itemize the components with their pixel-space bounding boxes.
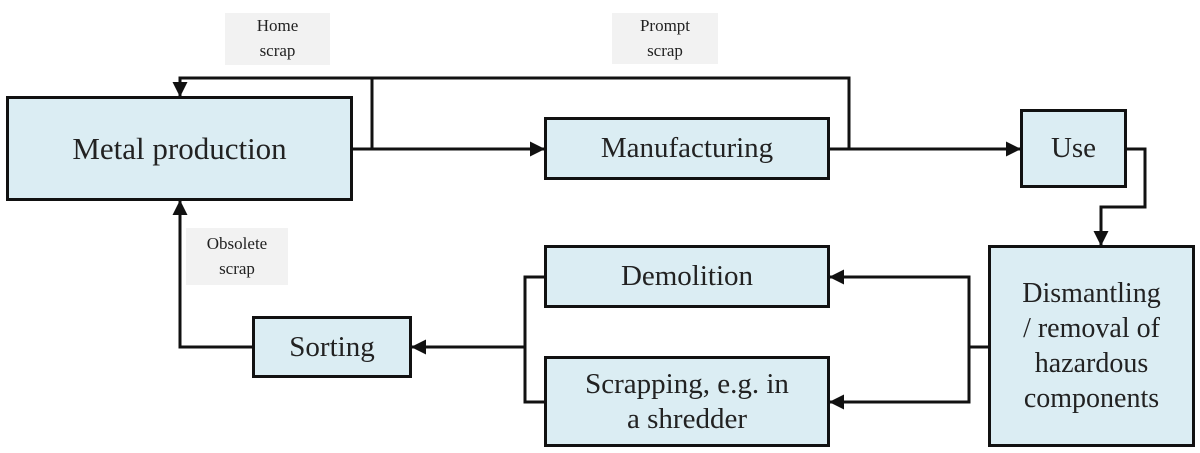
node-demolition: Demolition xyxy=(544,245,830,308)
obsolete-scrap-label: Obsolete scrap xyxy=(186,228,288,285)
label-line: scrap xyxy=(219,258,255,278)
arrow-obsolete-scrap xyxy=(172,200,253,349)
node-manufacturing: Manufacturing xyxy=(544,117,830,180)
label-line: Prompt xyxy=(639,15,691,35)
line-demolition-scrapping-merge xyxy=(523,275,545,404)
node-use: Use xyxy=(1020,109,1127,188)
label-line: scrap xyxy=(647,40,683,60)
node-dismantling: Dismantling / removal of hazardous compo… xyxy=(988,245,1195,447)
node-label: Scrapping, e.g. in xyxy=(585,367,789,400)
node-label: / removal of xyxy=(1023,313,1160,344)
node-label: Metal production xyxy=(72,130,287,166)
node-label: Demolition xyxy=(620,260,754,293)
node-sorting: Sorting xyxy=(252,316,412,378)
arrow-home-scrap xyxy=(172,76,374,149)
arrow-dismantling-to-scrapping xyxy=(829,347,971,410)
node-label: hazardous xyxy=(1034,348,1149,379)
node-label: Dismantling xyxy=(1022,278,1161,309)
node-label: a shredder xyxy=(627,402,747,435)
label-line: Home xyxy=(256,16,299,36)
arrow-dismantling-to-demolition xyxy=(829,269,989,349)
node-label: components xyxy=(1023,383,1160,414)
arrow-use-to-dismantling xyxy=(1093,147,1147,246)
node-metal-production: Metal production xyxy=(6,96,353,201)
node-label: Sorting xyxy=(289,330,375,363)
prompt-scrap-label: Prompt scrap xyxy=(612,13,718,64)
arrow-prompt-scrap xyxy=(372,76,851,149)
label-line: scrap xyxy=(259,41,296,60)
node-label: Use xyxy=(1050,132,1097,165)
node-scrapping: Scrapping, e.g. in a shredder xyxy=(544,356,830,447)
node-label: Manufacturing xyxy=(600,132,774,165)
label-line: Obsolete xyxy=(206,233,268,253)
home-scrap-label: Home scrap xyxy=(225,13,330,65)
